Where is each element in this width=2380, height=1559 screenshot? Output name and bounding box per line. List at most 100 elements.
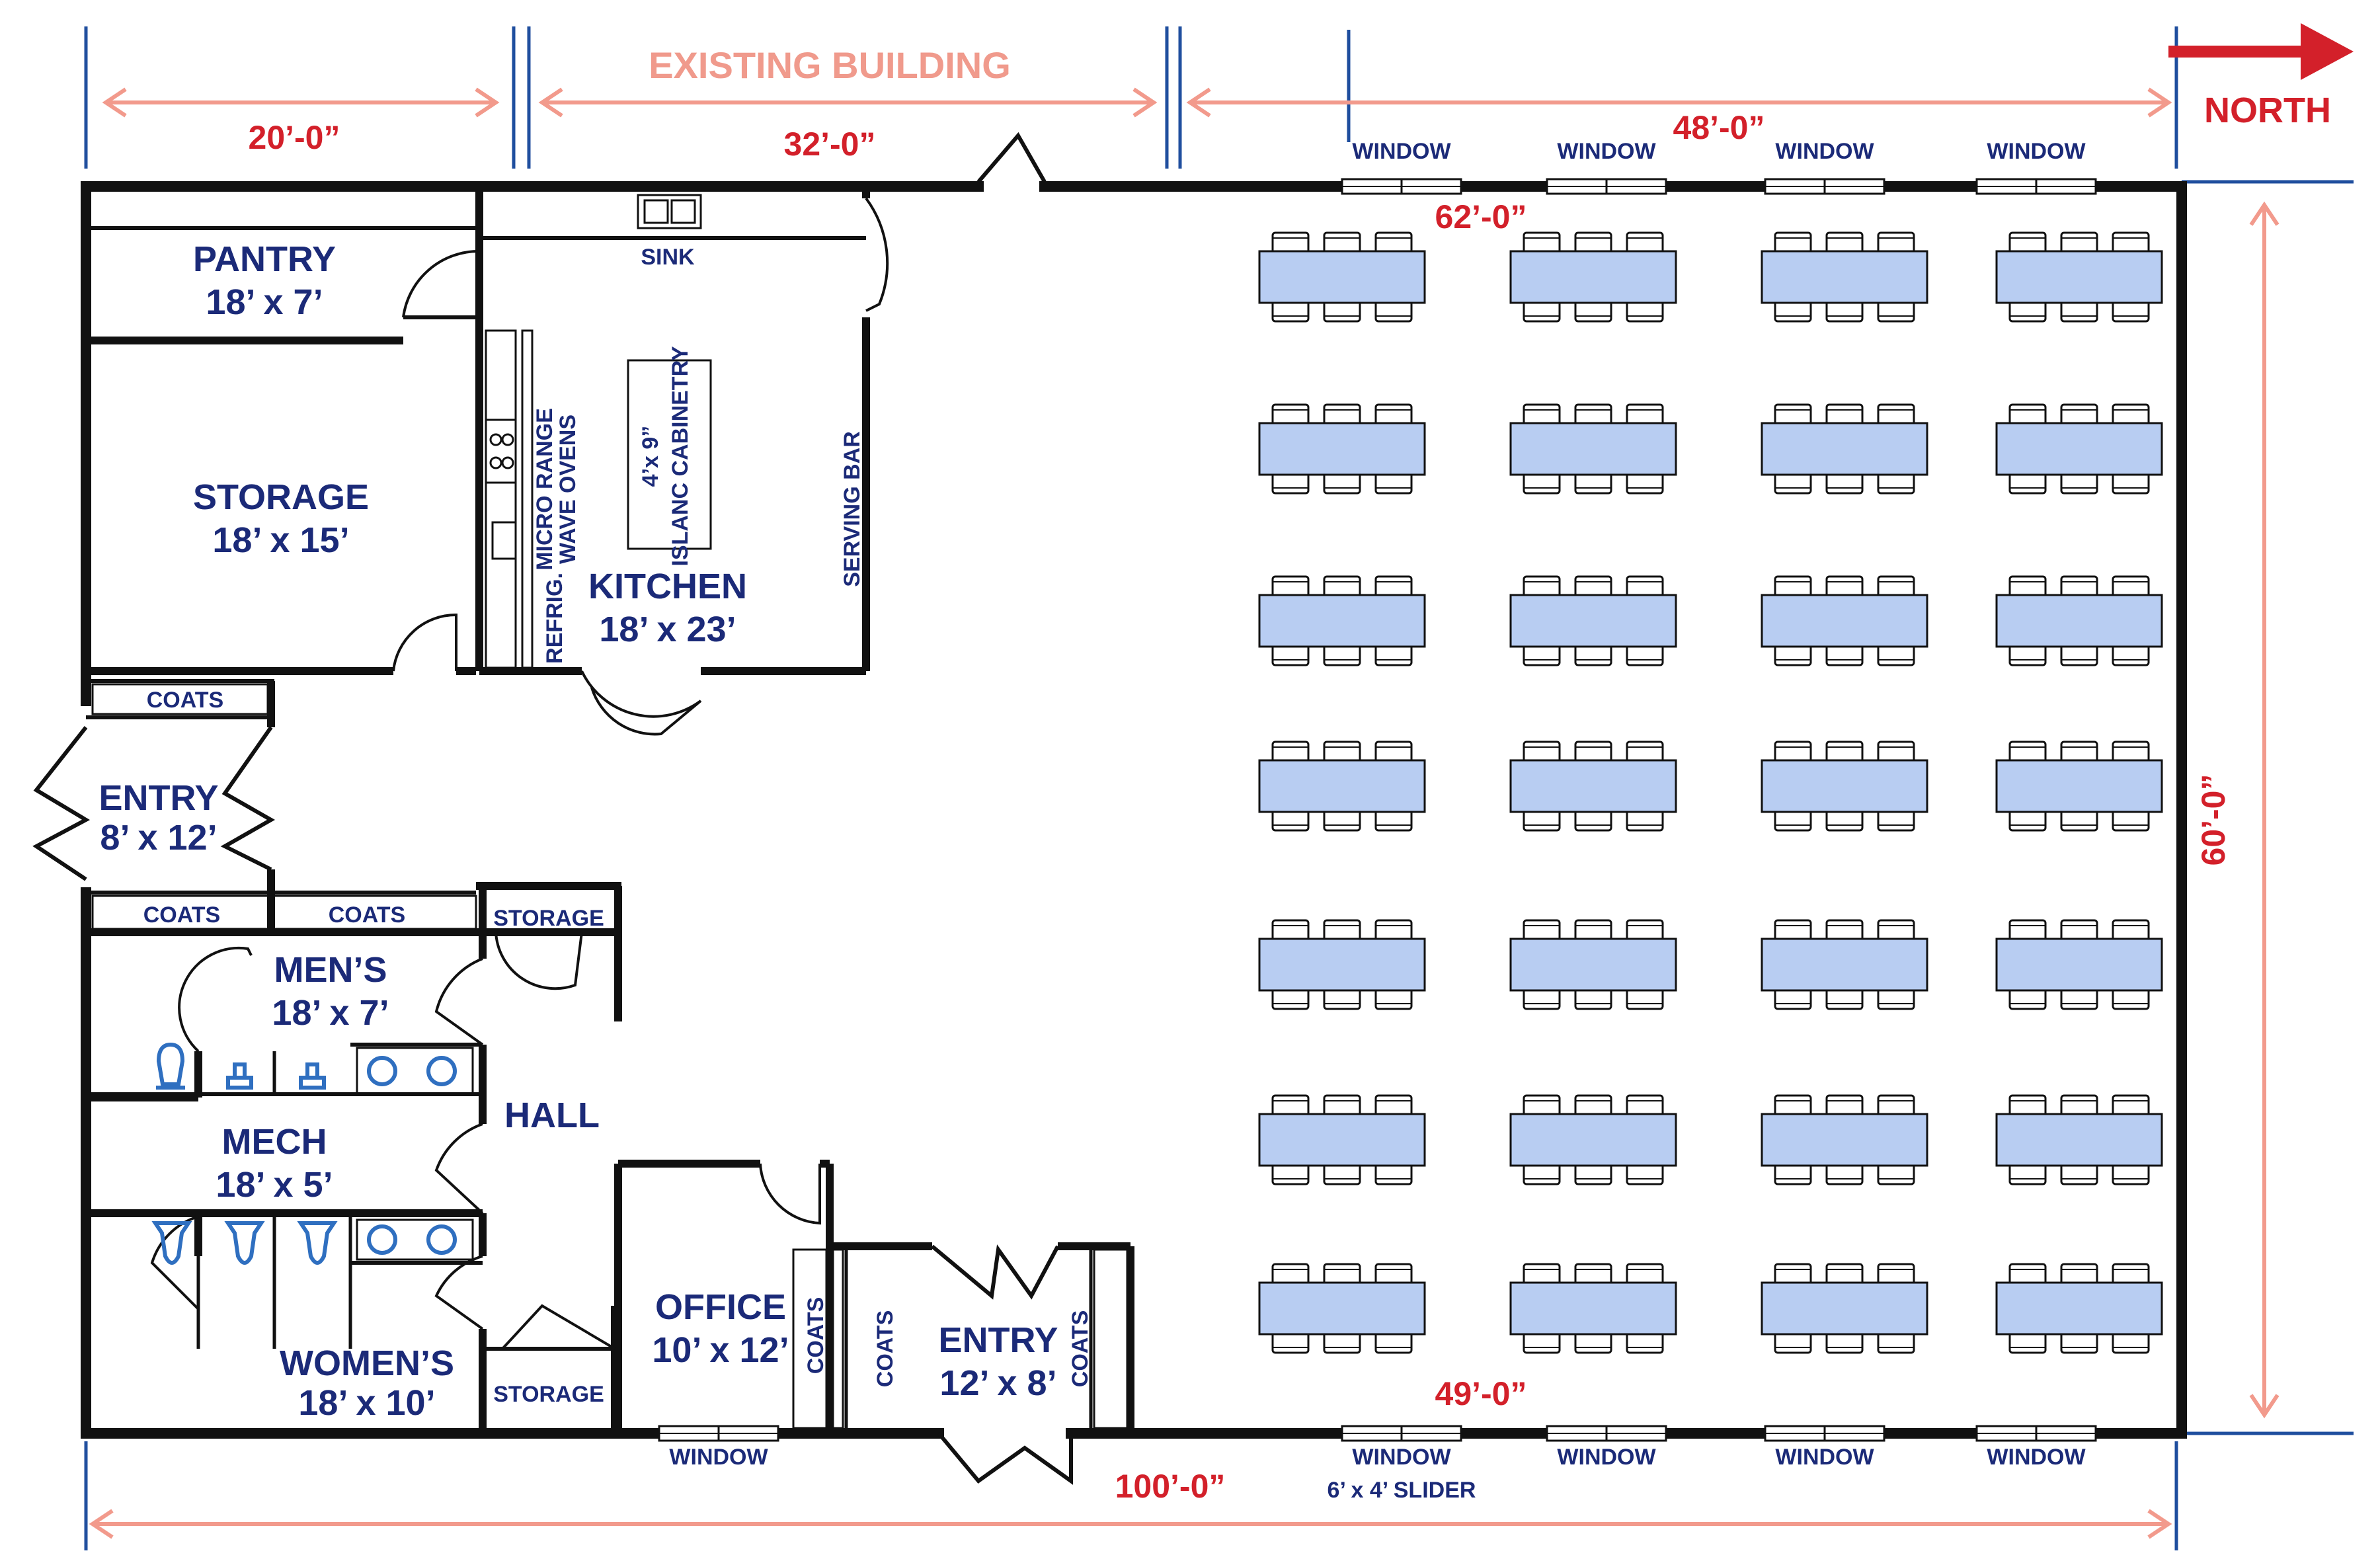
dining-area xyxy=(1258,231,2163,1354)
table-top xyxy=(1509,938,1677,992)
dining-table xyxy=(1761,740,1928,832)
dining-table xyxy=(1761,403,1928,495)
stall-partitions xyxy=(196,1051,352,1349)
window-icon xyxy=(1546,178,1667,195)
storage-name: STORAGE xyxy=(193,477,369,517)
windows xyxy=(658,178,2097,1442)
dim-60: 60’-0” xyxy=(2195,774,2232,866)
west-entry-door xyxy=(32,726,276,881)
dim-48: 48’-0” xyxy=(1673,109,1765,146)
serving-bar-label: SERVING BAR xyxy=(840,431,865,587)
dining-table xyxy=(1509,1094,1677,1185)
dining-table xyxy=(1995,919,2163,1010)
dining-table xyxy=(1995,1263,2163,1354)
pantry-size: 18’ x 7’ xyxy=(206,282,323,322)
table-top xyxy=(1761,759,1928,813)
dining-table xyxy=(1258,231,1426,323)
table-top xyxy=(1995,422,2163,476)
window-label-office: WINDOW xyxy=(669,1445,768,1470)
wave-ovens-label: WAVE OVENS xyxy=(555,415,580,564)
dining-table xyxy=(1509,1263,1677,1354)
dining-table xyxy=(1509,919,1677,1010)
table-top xyxy=(1995,594,2163,648)
table-top xyxy=(1761,594,1928,648)
entry-south-size: 12’ x 8’ xyxy=(939,1363,1056,1403)
coats-label-entry-1: COATS xyxy=(873,1310,898,1387)
womens-name: WOMEN’S xyxy=(280,1343,454,1383)
sink-icon xyxy=(637,194,702,229)
dining-table xyxy=(1995,403,2163,495)
table-top xyxy=(1995,1281,2163,1336)
window-label-n1: WINDOW xyxy=(1352,139,1451,164)
micro-range-label: MICRO RANGE xyxy=(532,408,557,571)
table-top xyxy=(1761,1113,1928,1167)
window-icon xyxy=(1341,178,1462,195)
dining-table xyxy=(1509,740,1677,832)
dining-table xyxy=(1761,919,1928,1010)
interior-walls xyxy=(86,186,1134,1433)
refrig-label: REFRIG. xyxy=(542,573,567,664)
table-top xyxy=(1509,1113,1677,1167)
dim-62: 62’-0” xyxy=(1435,198,1527,235)
north-arrow-icon xyxy=(2168,23,2354,80)
north-label: NORTH xyxy=(2204,91,2331,130)
island-size-label: 4’x 9” xyxy=(638,426,663,487)
dining-table xyxy=(1509,231,1677,323)
table-top xyxy=(1258,1113,1426,1167)
coats-label-west: COATS xyxy=(147,688,223,713)
table-top xyxy=(1995,938,2163,992)
table-top xyxy=(1258,422,1426,476)
window-icon xyxy=(1975,1425,2097,1442)
table-top xyxy=(1509,422,1677,476)
sink-label: SINK xyxy=(641,245,695,270)
window-icon xyxy=(1764,1425,1885,1442)
dining-table xyxy=(1995,740,2163,832)
kitchen-name: KITCHEN xyxy=(588,567,747,606)
table-top xyxy=(1258,1281,1426,1336)
storage-small-1-name: STORAGE xyxy=(493,906,604,931)
dining-table xyxy=(1509,575,1677,666)
womens-fixtures xyxy=(151,1219,474,1265)
table-top xyxy=(1509,759,1677,813)
window-label-n3: WINDOW xyxy=(1775,139,1874,164)
entry-west-size: 8’ x 12’ xyxy=(100,818,217,858)
mens-name: MEN’S xyxy=(274,950,387,990)
refrigerator-icon xyxy=(491,521,517,560)
door-swings xyxy=(150,197,889,1350)
dim-100: 100’-0” xyxy=(1115,1468,1226,1505)
existing-building-label: EXISTING BUILDING xyxy=(649,44,1011,86)
kitchen-size: 18’ x 23’ xyxy=(599,610,736,649)
dimension-arrows xyxy=(89,87,2280,1539)
womens-size: 18’ x 10’ xyxy=(298,1383,435,1423)
table-top xyxy=(1509,594,1677,648)
south-entry-door xyxy=(931,1244,1073,1485)
table-top xyxy=(1761,250,1928,304)
dining-table xyxy=(1995,1094,2163,1185)
entry-south-name: ENTRY xyxy=(938,1320,1058,1360)
kitchen-island xyxy=(627,359,712,550)
window-icon xyxy=(1341,1425,1462,1442)
dim-49: 49’-0” xyxy=(1435,1375,1527,1412)
dining-table xyxy=(1258,740,1426,832)
coats-label-office: COATS xyxy=(803,1297,828,1374)
hall-name: HALL xyxy=(504,1096,600,1135)
mens-fixtures xyxy=(156,1042,474,1096)
kitchen-counter xyxy=(485,329,534,669)
table-top xyxy=(1509,1281,1677,1336)
entry-west-name: ENTRY xyxy=(99,778,218,818)
window-icon xyxy=(658,1425,779,1442)
dining-table xyxy=(1761,1094,1928,1185)
coat-shelves xyxy=(91,683,1129,1429)
coats-label-entry-2: COATS xyxy=(1068,1310,1093,1387)
dining-table xyxy=(1761,231,1928,323)
table-top xyxy=(1995,1113,2163,1167)
window-icon xyxy=(1975,178,2097,195)
dining-table xyxy=(1995,231,2163,323)
island-cabinetry-label: ISLANC CABINETRY xyxy=(668,346,693,566)
table-top xyxy=(1995,250,2163,304)
table-top xyxy=(1258,250,1426,304)
window-icon xyxy=(1546,1425,1667,1442)
dining-table xyxy=(1258,403,1426,495)
table-top xyxy=(1761,1281,1928,1336)
